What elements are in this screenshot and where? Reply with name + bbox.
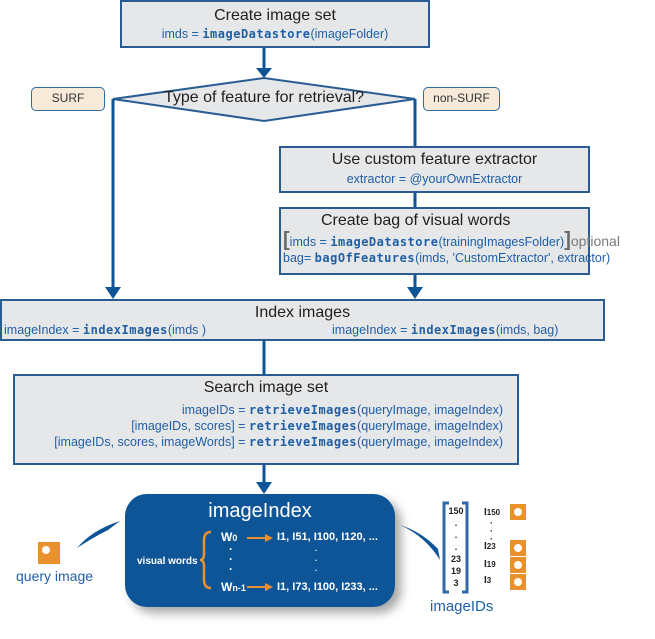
- result-arrow: [400, 525, 440, 560]
- optional-label: optional: [570, 233, 620, 249]
- code-lhs: [imageIDs, scores] =: [131, 419, 249, 433]
- query-arrow: [77, 521, 120, 548]
- search-image-set-box: Search image set imageIDs = retrieveImag…: [13, 374, 519, 465]
- arrowhead: [256, 68, 272, 78]
- code-args: (queryImage, imageIndex): [357, 419, 503, 433]
- search-line-1: imageIDs = retrieveImages(queryImage, im…: [15, 403, 517, 417]
- code-lhs: bag=: [283, 251, 315, 265]
- result-thumbnail-150: [510, 504, 526, 520]
- vector-entry: 19: [450, 566, 461, 576]
- vector-entry: 150: [448, 506, 464, 516]
- arrowhead: [407, 287, 423, 299]
- code-args: (trainingImagesFolder): [438, 235, 565, 249]
- image-index-panel: imageIndex visual words W0 ··· Wn-1 I1, …: [125, 494, 395, 607]
- result-label-19: I19: [484, 559, 496, 570]
- code-lhs: imageIDs =: [181, 403, 249, 417]
- result-thumbnail-3: [510, 574, 526, 590]
- bag-of-words-title: Create bag of visual words: [321, 212, 511, 229]
- index-images-box: Index images imageIndex = indexImages(im…: [0, 299, 605, 341]
- code-lhs: [imageIDs, scores, imageWords] =: [54, 435, 249, 449]
- code-args: (imageFolder): [310, 27, 389, 41]
- optional-bracket-close: ]: [564, 229, 571, 251]
- code-function: retrieveImages: [248, 419, 358, 433]
- code-function: indexImages: [410, 323, 496, 337]
- custom-extractor-box: Use custom feature extractor extractor =…: [279, 146, 590, 193]
- visual-words-brace: [199, 530, 212, 590]
- bag-line-2: bag= bagOfFeatures(imds, 'CustomExtracto…: [281, 251, 610, 265]
- decision-question: Type of feature for retrieval?: [163, 89, 365, 106]
- index-images-code-nonsurf: imageIndex = indexImages(imds, bag): [332, 323, 558, 337]
- create-image-set-title: Create image set: [214, 7, 336, 24]
- code-args: (imds, 'CustomExtractor', extractor): [415, 251, 611, 265]
- word-subscript: n-1: [232, 583, 246, 593]
- last-word-image-list: I1, I73, I100, I233, ...: [277, 581, 378, 593]
- result-thumbnail-19: [510, 557, 526, 573]
- index-images-title: Index images: [254, 304, 351, 321]
- vector-entry: .: [454, 518, 458, 528]
- create-image-set-code: imds = imageDatastore(imageFolder): [122, 27, 428, 41]
- create-image-set-box: Create image set imds = imageDatastore(i…: [120, 0, 430, 48]
- first-word-image-list: I1, I51, I100, I120, ...: [277, 531, 378, 543]
- code-function: imageDatastore: [202, 27, 311, 41]
- word-arrows: [247, 534, 273, 591]
- list-ellipsis: ···: [315, 546, 318, 575]
- word-ellipsis: ···: [229, 542, 233, 576]
- code-function: imageDatastore: [330, 235, 439, 249]
- code-args: (queryImage, imageIndex): [357, 403, 503, 417]
- code-args: (imds ): [167, 323, 207, 337]
- custom-extractor-title: Use custom feature extractor: [331, 151, 538, 168]
- query-image-label: query image: [16, 568, 94, 584]
- result-label-23: I23: [484, 541, 496, 552]
- result-label-150: I150: [484, 507, 501, 518]
- index-images-code-surf: imageIndex = indexImages(imds ): [4, 323, 206, 337]
- arrowhead: [256, 482, 272, 494]
- vector-entry: .: [454, 530, 458, 540]
- custom-extractor-code: extractor = @yourOwnExtractor: [346, 172, 523, 186]
- imageids-left-bracket: [442, 501, 449, 594]
- arrowhead: [105, 287, 121, 299]
- code-lhs: imageIndex =: [4, 323, 83, 337]
- search-image-set-title: Search image set: [203, 379, 329, 396]
- bag-of-words-box: Create bag of visual words [imds = image…: [279, 207, 620, 275]
- surf-option-tag: SURF: [31, 87, 105, 111]
- code-lhs: imds =: [161, 27, 203, 41]
- imageids-label: imageIDs: [430, 598, 494, 615]
- bag-line-1: [imds = imageDatastore(trainingImagesFol…: [281, 230, 620, 250]
- word-symbol: W: [221, 580, 233, 594]
- word-symbol: W: [221, 530, 233, 544]
- optional-bracket-open: [: [283, 229, 290, 251]
- imageids-vector: 150 . . . 23 19 3: [448, 505, 464, 589]
- code-lhs: imageIndex =: [332, 323, 411, 337]
- code-function: retrieveImages: [248, 403, 358, 417]
- code-lhs: imds =: [289, 235, 331, 249]
- vector-entry: 3: [453, 578, 459, 588]
- result-ellipsis: ···: [490, 518, 493, 544]
- last-visual-word: Wn-1: [221, 580, 246, 594]
- non-surf-option-tag: non-SURF: [423, 87, 500, 111]
- query-image-thumbnail: [38, 542, 60, 564]
- visual-words-label: visual words: [137, 556, 198, 567]
- code-args: (queryImage, imageIndex): [357, 435, 503, 449]
- code-function: retrieveImages: [248, 435, 358, 449]
- search-line-3: [imageIDs, scores, imageWords] = retriev…: [15, 435, 517, 449]
- code-function: bagOfFeatures: [314, 251, 416, 265]
- image-index-title: imageIndex: [208, 500, 312, 522]
- code-function: indexImages: [82, 323, 168, 337]
- code-args: (imds, bag): [495, 323, 559, 337]
- result-thumbnail-23: [510, 540, 526, 556]
- imageids-right-bracket: [462, 501, 469, 594]
- search-line-2: [imageIDs, scores] = retrieveImages(quer…: [15, 419, 517, 433]
- word-subscript: 0: [232, 533, 238, 543]
- result-label-3: I3: [484, 575, 492, 586]
- vector-entry: .: [454, 542, 458, 552]
- first-visual-word: W0: [221, 530, 237, 544]
- vector-entry: 23: [450, 554, 461, 564]
